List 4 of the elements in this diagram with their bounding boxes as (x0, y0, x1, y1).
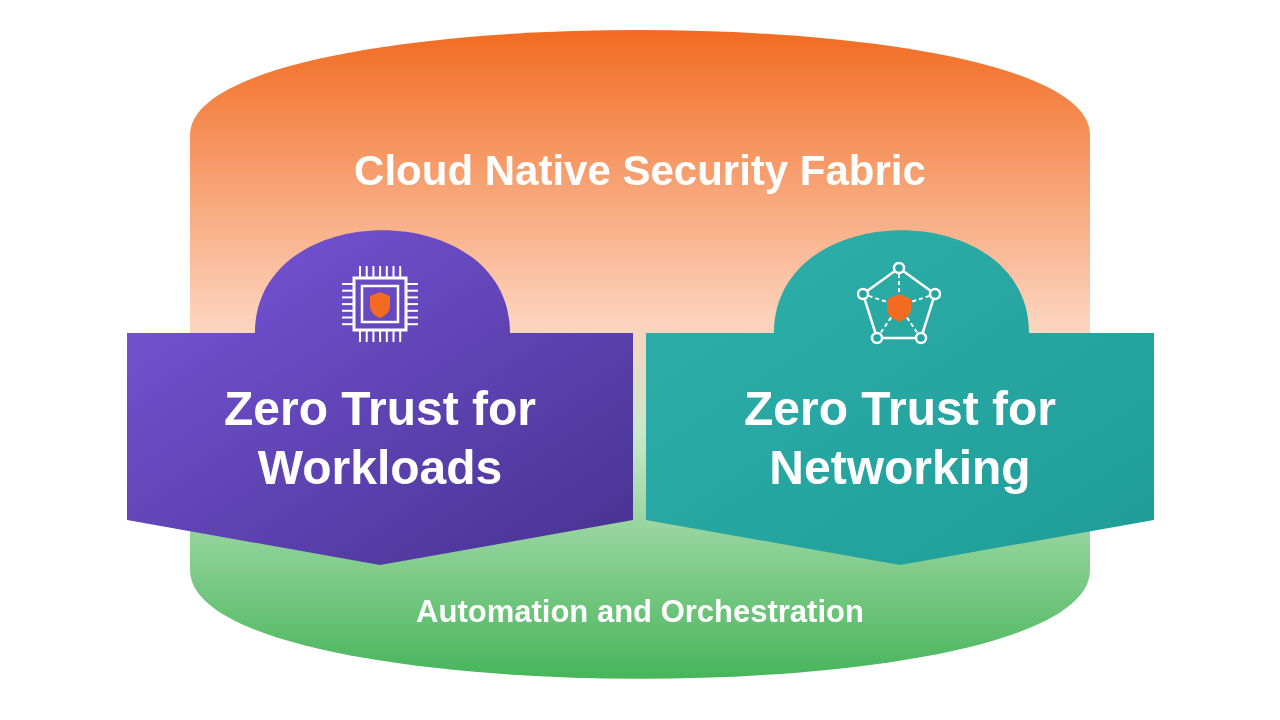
panel-footer: Automation and Orchestration (270, 593, 1010, 631)
banner-title: Zero Trust for Workloads (223, 381, 537, 496)
panel-title: Cloud Native Security Fabric (353, 146, 927, 196)
banner-title: Zero Trust for Networking (743, 381, 1057, 496)
